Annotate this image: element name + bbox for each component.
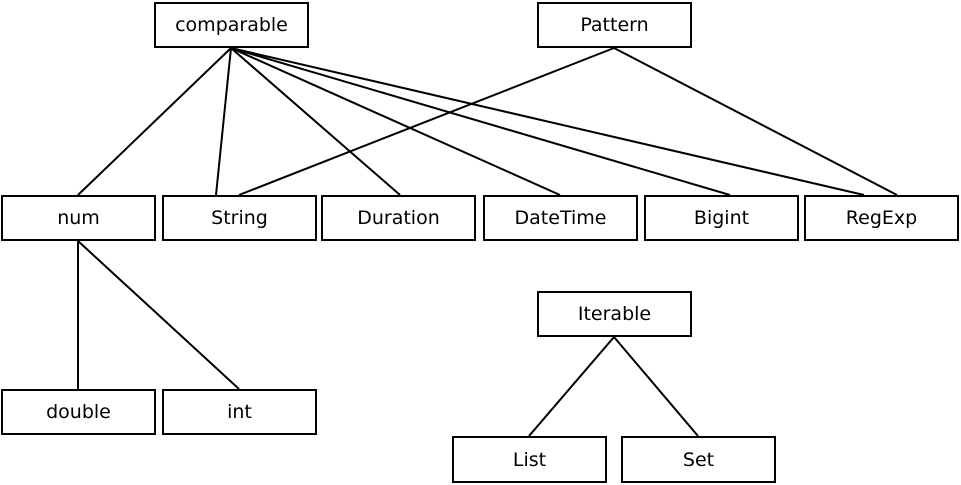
- edge-comparable-to-regexp: [230, 47, 865, 196]
- node-list: List: [452, 436, 607, 483]
- edge-comparable-to-bigint: [230, 47, 731, 196]
- edge-comparable-to-string: [215, 47, 232, 196]
- node-datetime: DateTime: [483, 195, 638, 241]
- edge-comparable-to-num: [77, 47, 232, 196]
- node-num: num: [1, 195, 156, 241]
- edge-comparable-to-duration: [230, 47, 401, 196]
- node-set: Set: [621, 436, 776, 483]
- node-iterable: Iterable: [537, 291, 692, 337]
- node-string: String: [162, 195, 317, 241]
- node-int: int: [162, 389, 317, 435]
- edge-pattern-to-string: [238, 47, 615, 196]
- node-pattern: Pattern: [537, 2, 692, 48]
- node-comparable: comparable: [154, 2, 309, 48]
- node-bigint: Bigint: [644, 195, 799, 241]
- edge-iterable-to-set: [613, 336, 699, 437]
- edge-pattern-to-regexp: [613, 47, 898, 196]
- node-regexp: RegExp: [804, 195, 959, 241]
- edge-num-to-int: [77, 240, 240, 390]
- edge-comparable-to-datetime: [230, 47, 561, 196]
- edge-iterable-to-list: [528, 336, 615, 437]
- node-duration: Duration: [321, 195, 476, 241]
- node-double: double: [1, 389, 156, 435]
